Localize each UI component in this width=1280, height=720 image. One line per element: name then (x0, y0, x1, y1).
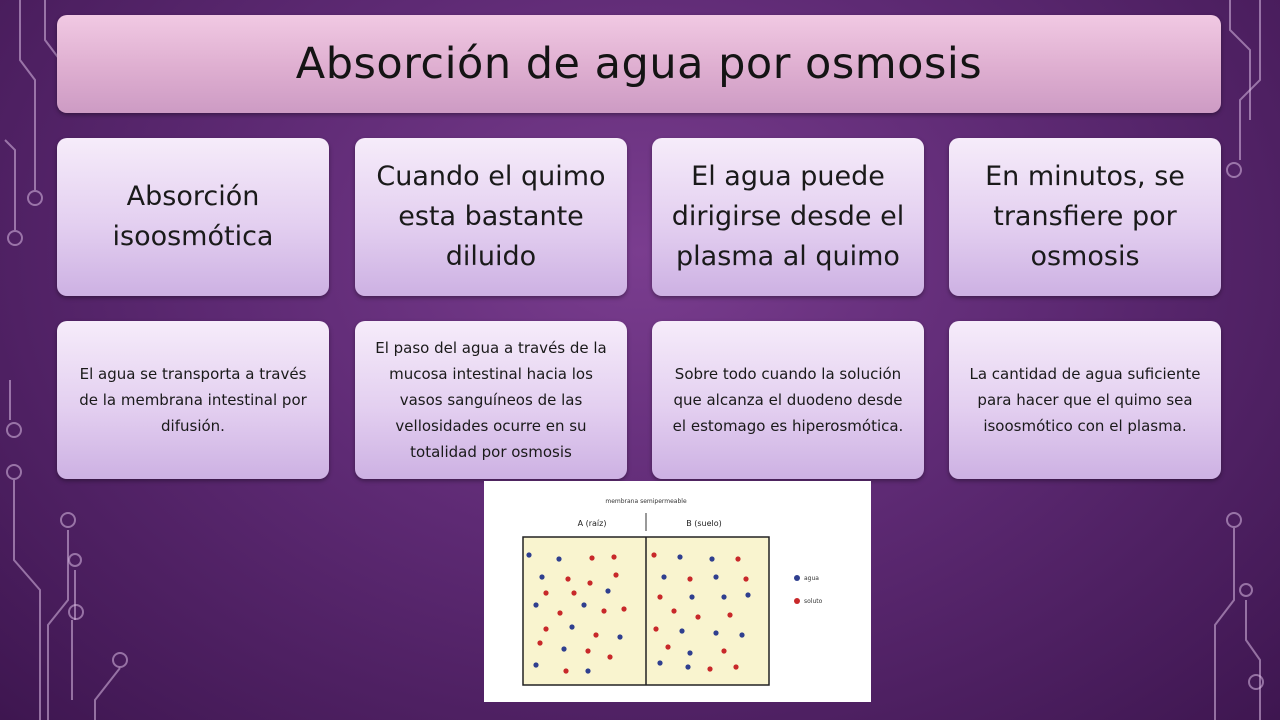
water-particle (561, 646, 567, 652)
water-particle (556, 556, 562, 562)
legend-water-dot (794, 575, 800, 581)
header-card-1: Absorción isoosmótica (57, 138, 329, 296)
water-particle (689, 594, 695, 600)
water-particle (617, 634, 623, 640)
solute-particle (585, 648, 591, 654)
solute-particle (727, 612, 733, 618)
water-particle (709, 556, 715, 562)
detail-card-4: La cantidad de agua suficiente para hace… (949, 321, 1221, 479)
water-particle (533, 662, 539, 668)
detail-card-2: El paso del agua a través de la mucosa i… (355, 321, 627, 479)
water-particle (539, 574, 545, 580)
solute-particle (589, 555, 595, 561)
legend-water-label: agua (804, 575, 819, 582)
solute-particle (707, 666, 713, 672)
osmosis-figure: membrana semipermeable A (raíz) B (suelo… (484, 481, 871, 702)
page-title: Absorción de agua por osmosis (295, 39, 983, 89)
solute-particle (537, 640, 543, 646)
detail-text-1: El agua se transporta a través de la mem… (79, 365, 307, 435)
solute-particle (651, 552, 657, 558)
label-b: B (suelo) (686, 519, 722, 528)
detail-text-3: Sobre todo cuando la solución que alcanz… (672, 365, 904, 435)
header-text-2: Cuando el quimo esta bastante diluido (376, 161, 606, 272)
solute-particle (721, 648, 727, 654)
solute-particle (587, 580, 593, 586)
solute-particle (621, 606, 627, 612)
detail-text-4: La cantidad de agua suficiente para hace… (969, 365, 1201, 435)
solute-particle (607, 654, 613, 660)
solute-particle (733, 664, 739, 670)
solute-particle (565, 576, 571, 582)
water-particle (585, 668, 591, 674)
solute-particle (695, 614, 701, 620)
water-particle (605, 588, 611, 594)
water-particle (713, 574, 719, 580)
water-particle (687, 650, 693, 656)
solute-particle (611, 554, 617, 560)
header-card-2: Cuando el quimo esta bastante diluido (355, 138, 627, 296)
water-particle (739, 632, 745, 638)
header-card-4: En minutos, se transfiere por osmosis (949, 138, 1221, 296)
particle-group (526, 552, 751, 674)
header-card-3: El agua puede dirigirse desde el plasma … (652, 138, 924, 296)
header-text-1: Absorción isoosmótica (112, 181, 274, 252)
solute-particle (613, 572, 619, 578)
detail-text-2: El paso del agua a través de la mucosa i… (375, 339, 607, 461)
water-particle (657, 660, 663, 666)
solute-particle (557, 610, 563, 616)
water-particle (745, 592, 751, 598)
solute-particle (653, 626, 659, 632)
solute-particle (735, 556, 741, 562)
header-text-4: En minutos, se transfiere por osmosis (985, 161, 1185, 272)
water-particle (526, 552, 532, 558)
title-box: Absorción de agua por osmosis (57, 15, 1221, 113)
solute-particle (563, 668, 569, 674)
legend-solute-dot (794, 598, 800, 604)
solute-particle (543, 626, 549, 632)
solute-particle (601, 608, 607, 614)
osmosis-diagram: membrana semipermeable A (raíz) B (suelo… (522, 498, 823, 686)
membrane-label: membrana semipermeable (605, 498, 687, 505)
solute-particle (571, 590, 577, 596)
solute-particle (665, 644, 671, 650)
water-particle (661, 574, 667, 580)
legend-solute-label: soluto (804, 598, 823, 605)
water-particle (569, 624, 575, 630)
detail-card-1: El agua se transporta a través de la mem… (57, 321, 329, 479)
header-text-3: El agua puede dirigirse desde el plasma … (671, 161, 905, 272)
solute-particle (687, 576, 693, 582)
solute-particle (671, 608, 677, 614)
water-particle (677, 554, 683, 560)
water-particle (685, 664, 691, 670)
water-particle (533, 602, 539, 608)
water-particle (679, 628, 685, 634)
solute-particle (593, 632, 599, 638)
solute-particle (743, 576, 749, 582)
solute-particle (657, 594, 663, 600)
water-particle (721, 594, 727, 600)
water-particle (581, 602, 587, 608)
solute-particle (543, 590, 549, 596)
detail-card-3: Sobre todo cuando la solución que alcanz… (652, 321, 924, 479)
water-particle (713, 630, 719, 636)
label-a: A (raíz) (578, 519, 607, 528)
